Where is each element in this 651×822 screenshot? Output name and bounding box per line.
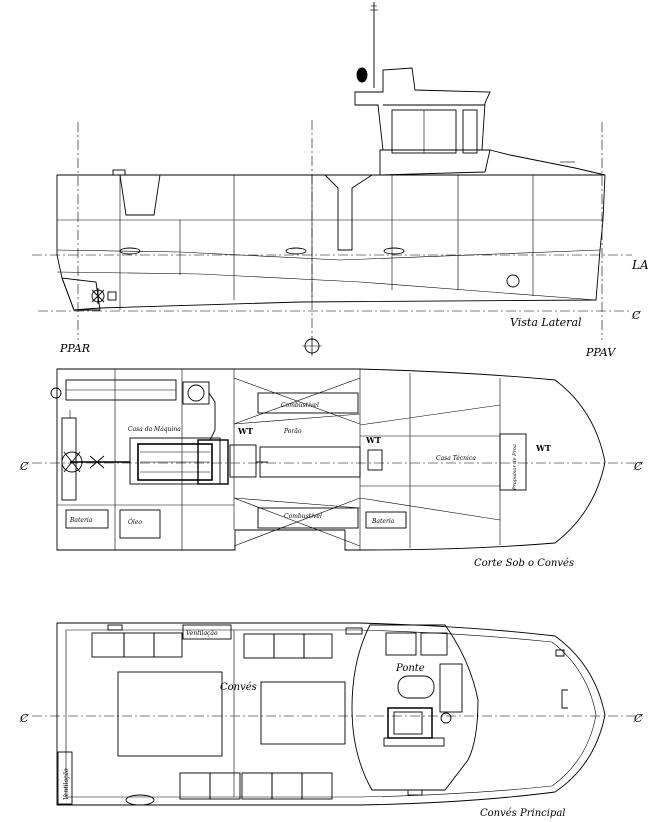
fuel-tank-top [257,392,359,414]
vista-lateral-label: Vista Lateral [510,316,582,329]
ponte-label: Ponte [395,663,425,674]
casa-tecnica-label: Casa Técnica [436,455,476,462]
radar-icon [356,67,368,83]
hold-area [259,446,361,478]
porthole-icon [506,274,520,288]
ponte-console [397,675,435,699]
conves-label: Convés [220,682,257,693]
wheelhouse [354,67,491,151]
ventilacao-box-side [57,751,73,805]
hull-outline-lower [56,368,606,551]
conves-principal-label: Convés Principal [480,808,566,819]
ppav-label: PPAV [585,346,616,359]
cl-left-lower: Ȼ [19,460,29,473]
porthole-icon [119,247,141,255]
ventilacao-box-top [182,624,232,640]
combustivel-bottom-label: Combustível [284,513,322,520]
bow-thruster-box [499,433,527,491]
wt-label-1: WT [237,426,253,436]
hatch-aft [117,671,223,757]
main-deck-plan: Ȼ Ȼ Ventilação Convés Ponte Ventilação C… [19,622,643,819]
oleo-label: Óleo [128,518,142,526]
cl-right-lower: Ȼ [633,460,643,473]
hatch-mid [260,681,346,745]
bateria-label-2: Bateria [371,518,395,525]
la-label: LA [631,258,649,272]
cl-right-deck: Ȼ [633,712,643,725]
centerline-symbol: Ȼ [631,309,641,322]
casa-maquina-label: Casa da Máquina [128,426,181,433]
wt-label-2: WT [365,435,381,445]
battery-box-1 [65,509,109,529]
ventilacao-label-top: Ventilação [186,630,218,637]
combustivel-top-label: Combustível [281,402,319,409]
propeller-plan-icon [63,451,81,473]
fuel-tank-bottom [257,507,359,529]
helm-seat [387,707,433,739]
porthole-icon [285,247,307,255]
wheelhouse-door [462,109,478,154]
side-view: LA Ȼ Vista Lateral PPAR PPAV [32,2,649,359]
ppar-label: PPAR [59,342,90,355]
oil-tank [119,509,161,539]
wt-label-3: WT [535,443,551,453]
corte-sob-conves-label: Corte Sob o Convés [474,558,574,569]
hull-profile [56,174,606,311]
porthole-icon [383,247,405,255]
ventilacao-label-side: Ventilação [63,768,70,800]
propulsor-proa-label: Propulsor de Proa [512,444,518,491]
hull-outline-deck [56,622,606,806]
engine [129,437,221,485]
porao-label: Porão [283,428,302,435]
bateria-label-1: Bateria [69,517,93,524]
battery-box-2 [365,511,407,529]
cl-left-deck: Ȼ [19,712,29,725]
below-deck-plan: Ȼ Ȼ Casa da Máquina Porão Combustível Co… [19,368,643,569]
